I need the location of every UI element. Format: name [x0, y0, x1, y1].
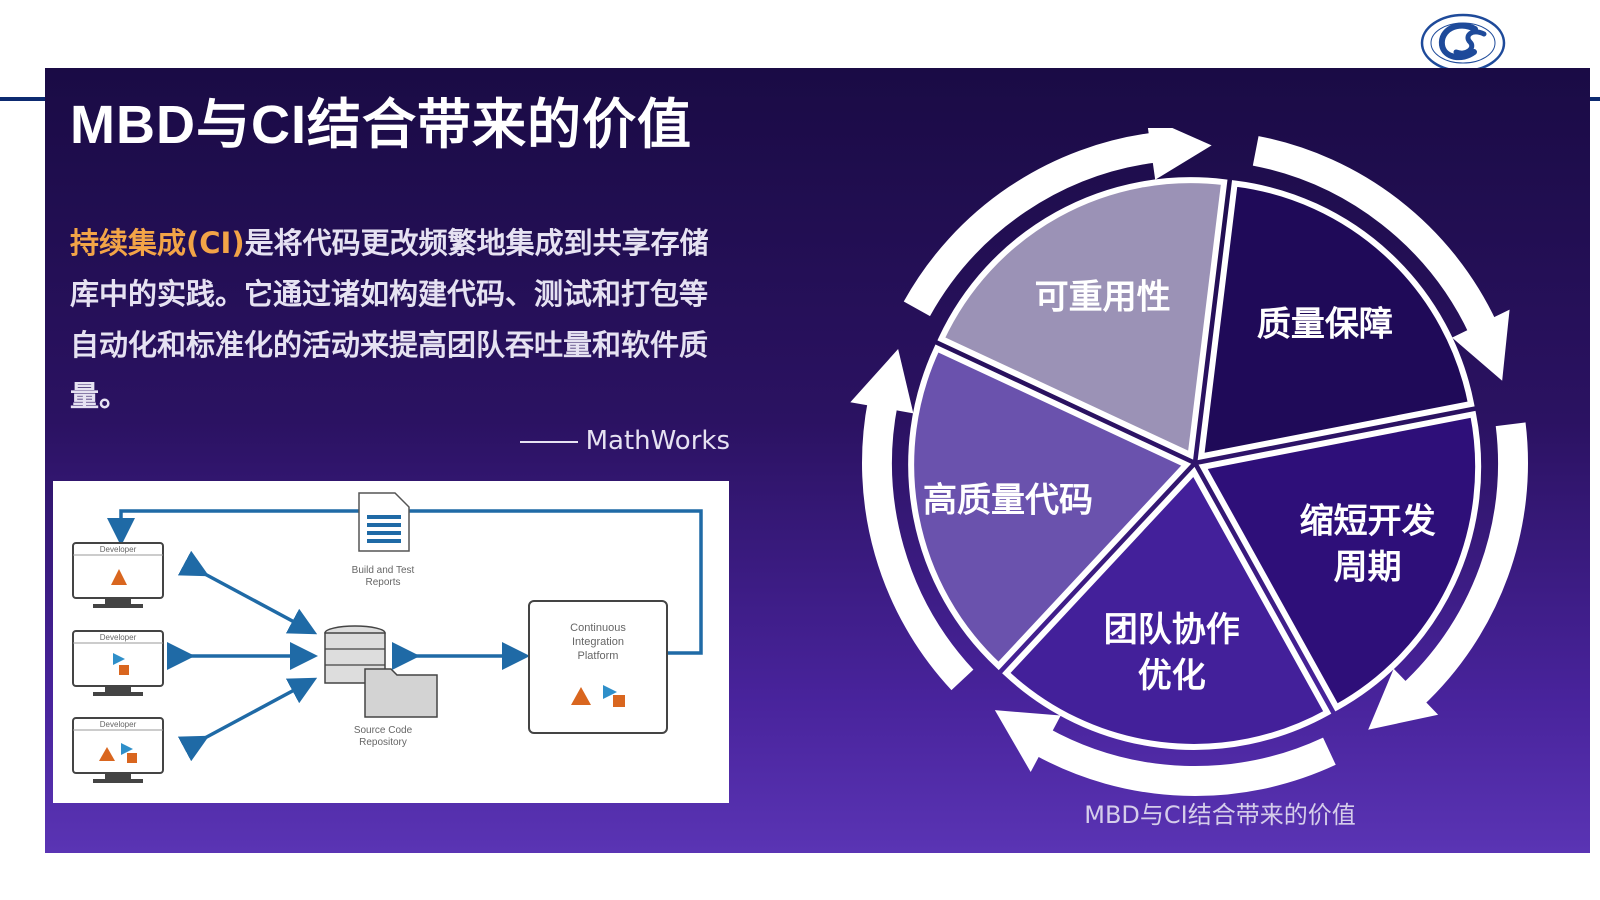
flow-arrow	[177, 677, 318, 762]
feedback-loop-line	[107, 509, 703, 655]
wheel-segment	[1198, 410, 1482, 712]
slide: MBD与CI结合带来的价值 持续集成(CI)是将代码更改频繁地集成到共享存储库中…	[45, 68, 1590, 853]
cycle-arrowhead	[1452, 309, 1510, 381]
ci-workflow-diagram: Build and Test Reports Developer Develop…	[53, 481, 729, 803]
svg-text:Platform: Platform	[578, 650, 619, 662]
wheel-segment-label: 可重用性	[1035, 277, 1171, 317]
university-logo	[1420, 13, 1506, 73]
report-document-icon	[358, 492, 410, 552]
source-code-repository-icon	[324, 625, 438, 718]
cycle-ring-arc	[903, 132, 1159, 317]
ci-platform-box: Continuous Integration Platform	[528, 600, 668, 734]
cycle-arrowhead	[1147, 128, 1212, 180]
cycle-ring-arc	[862, 399, 974, 691]
cycle-ring-arc	[1252, 136, 1497, 335]
wheel-segment	[1197, 180, 1475, 461]
svg-text:Continuous: Continuous	[570, 622, 626, 634]
wheel-segment-label: 质量保障	[1257, 305, 1393, 345]
cycle-ring-arc	[1401, 422, 1528, 707]
cycle-arrowhead	[850, 349, 914, 414]
wheel-segment	[937, 177, 1228, 460]
svg-text:Developer: Developer	[100, 720, 137, 729]
svg-text:Integration: Integration	[572, 636, 624, 648]
diagram-caption: MBD与CI结合带来的价值	[1084, 801, 1356, 829]
ci-term-highlight: 持续集成(CI)	[70, 226, 245, 260]
wheel-segment-label: 团队协作	[1104, 610, 1240, 650]
wheel-segment	[908, 344, 1192, 671]
wheel-segment-label: 周期	[1334, 548, 1402, 588]
wheel-segment-label: 缩短开发	[1300, 502, 1436, 542]
developer-monitor: Developer	[72, 630, 164, 696]
quote-attribution: MathWorks	[505, 426, 730, 456]
cycle-arrowhead	[994, 710, 1061, 773]
wheel-segment-label: 高质量代码	[923, 480, 1093, 520]
slide-title: MBD与CI结合带来的价值	[70, 95, 692, 155]
flow-arrow	[177, 550, 318, 635]
wheel-segment	[1002, 466, 1332, 750]
reports-label-line2: Reports	[365, 577, 400, 588]
attribution-dash	[519, 440, 578, 443]
svg-text:Developer: Developer	[100, 633, 137, 642]
wheel-segment-label: 优化	[1138, 656, 1206, 696]
cycle-arrowhead	[1368, 668, 1439, 730]
reports-label-line1: Build and Test	[352, 565, 415, 576]
cycle-ring-arc	[1033, 727, 1336, 796]
attribution-source: MathWorks	[585, 426, 730, 456]
repo-label-line2: Repository	[359, 737, 407, 748]
ci-definition-quote: 持续集成(CI)是将代码更改频繁地集成到共享存储库中的实践。它通过诸如构建代码、…	[70, 218, 730, 422]
repo-label-line1: Source Code	[354, 725, 413, 736]
developer-monitor: Developer	[72, 717, 164, 783]
ci-definition-text: 是将代码更改频繁地集成到共享存储库中的实践。它通过诸如构建代码、测试和打包等自动…	[70, 226, 709, 413]
svg-text:Developer: Developer	[100, 545, 137, 554]
developer-monitor: Developer	[72, 542, 164, 608]
